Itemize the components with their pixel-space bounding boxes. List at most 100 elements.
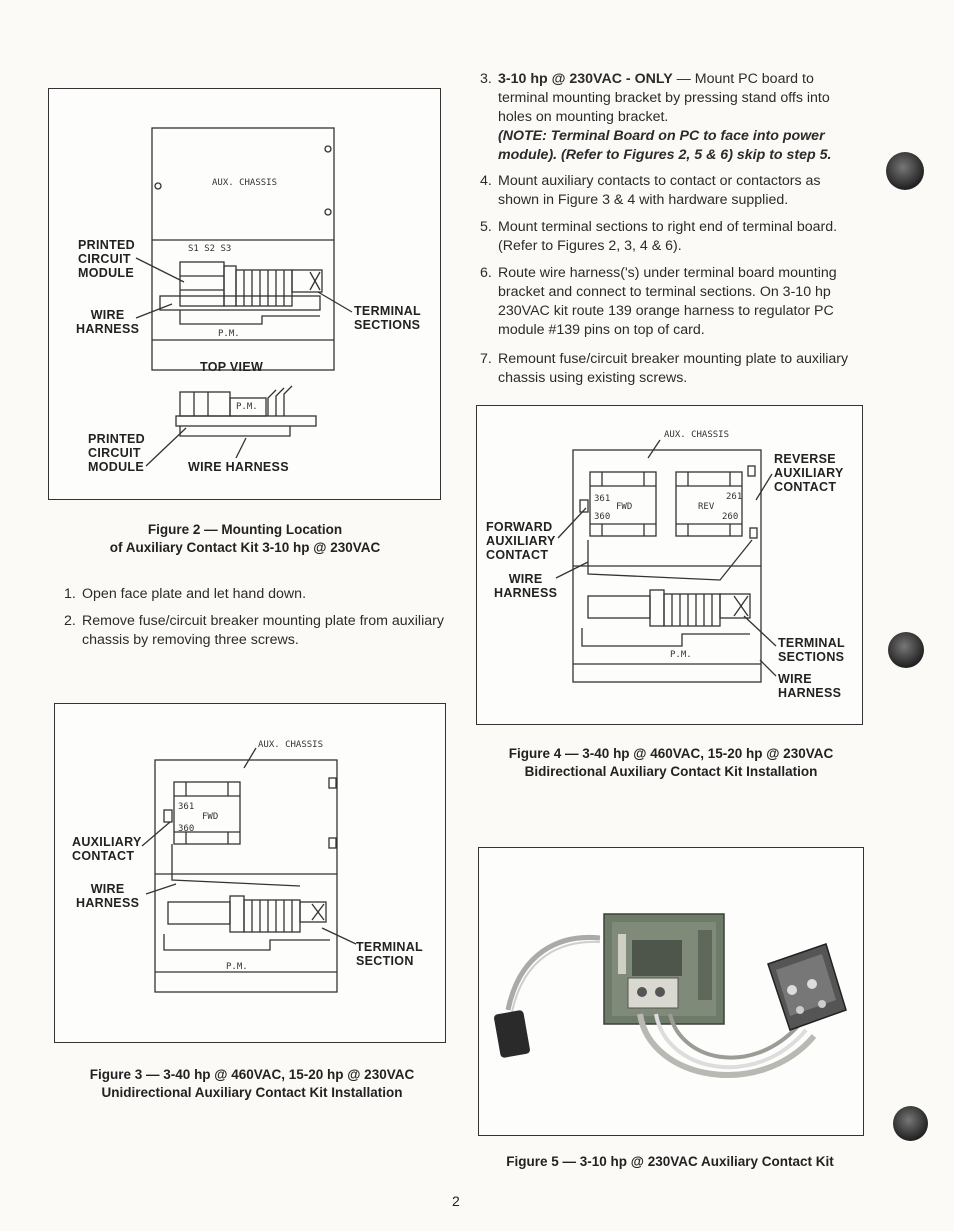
fig4-wh2-line-2: HARNESS <box>778 686 842 700</box>
fig4-wh2-line-1: WIRE <box>778 672 812 686</box>
fig4-rev-line-1: REVERSE <box>774 452 836 466</box>
fig3-ac-line-2: CONTACT <box>72 849 135 863</box>
fig4-360-label: 360 <box>594 512 611 522</box>
step-6: 6. Route wire harness('s) under terminal… <box>480 264 865 342</box>
step-2: 2. Remove fuse/circuit breaker mounting … <box>64 612 449 652</box>
fig2-ts-line-1: TERMINAL <box>354 304 421 318</box>
step-1-text: Open face plate and let hand down. <box>82 586 307 602</box>
fig3-ts-line-2: SECTION <box>356 954 414 968</box>
step-6-number: 6. <box>480 265 492 281</box>
figure-4-caption-line-2: Bidirectional Auxiliary Contact Kit Inst… <box>524 764 818 779</box>
fig4-wire-harness-label-2: WIRE HARNESS <box>778 672 841 700</box>
fig2-pm-label: P.M. <box>218 329 240 339</box>
binder-hole-middle <box>888 632 924 668</box>
fig2-printed-circuit-module-label-2: PRINTED CIRCUIT MODULE <box>88 432 145 474</box>
binder-hole-bottom <box>893 1106 928 1141</box>
fig3-pm-label: P.M. <box>226 962 248 972</box>
fig4-fwd-label: FWD <box>616 502 633 512</box>
fig4-forward-auxiliary-contact-label: FORWARD AUXILIARY CONTACT <box>486 520 556 562</box>
fig2-pcm2-line-2: CIRCUIT <box>88 446 141 460</box>
step-3-lead: 3-10 hp @ 230VAC - ONLY <box>498 71 673 87</box>
step-7-text: Remount fuse/circuit breaker mounting pl… <box>498 351 849 386</box>
step-4-number: 4. <box>480 173 492 189</box>
fig3-ac-line-1: AUXILIARY <box>72 835 142 849</box>
fig2-pm-label-top-view: P.M. <box>236 402 258 412</box>
fig4-260-label: 260 <box>722 512 739 522</box>
fig4-rev-line-3: CONTACT <box>774 480 837 494</box>
figure-2-frame <box>48 88 441 500</box>
fig2-pcm-line-3: MODULE <box>78 266 134 280</box>
fig2-pcm2-line-3: MODULE <box>88 460 144 474</box>
figure-4-frame <box>476 405 863 725</box>
fig4-pm-label: P.M. <box>670 650 692 660</box>
step-7: 7. Remount fuse/circuit breaker mounting… <box>480 350 865 390</box>
fig3-360-label: 360 <box>178 824 195 834</box>
fig4-fwd-line-1: FORWARD <box>486 520 553 534</box>
fig3-auxiliary-contact-label: AUXILIARY CONTACT <box>72 835 142 863</box>
fig3-terminal-section-label: TERMINAL SECTION <box>356 940 423 968</box>
fig2-pins-label: S1 S2 S3 <box>188 244 232 254</box>
step-3-note: (NOTE: Terminal Board on PC to face into… <box>498 128 832 163</box>
fig2-pcm-line-1: PRINTED <box>78 238 135 252</box>
step-5-text: Mount terminal sections to right end of … <box>498 219 838 254</box>
fig4-ts-line-1: TERMINAL <box>778 636 845 650</box>
fig3-wh-line-2: HARNESS <box>76 896 140 910</box>
step-1: 1. Open face plate and let hand down. <box>64 585 449 605</box>
figure-3-caption: Figure 3 — 3-40 hp @ 460VAC, 15-20 hp @ … <box>52 1066 452 1102</box>
fig4-wh-line-2: HARNESS <box>494 586 558 600</box>
fig2-wire-harness-label: WIRE HARNESS <box>76 308 139 336</box>
fig4-aux-chassis-label: AUX. CHASSIS <box>664 430 730 440</box>
step-4: 4. Mount auxiliary contacts to contact o… <box>480 172 865 212</box>
fig4-terminal-sections-label: TERMINAL SECTIONS <box>778 636 845 664</box>
page-number: 2 <box>452 1193 460 1209</box>
figure-4-caption: Figure 4 — 3-40 hp @ 460VAC, 15-20 hp @ … <box>476 745 866 781</box>
fig4-wh-line-1: WIRE <box>508 572 543 586</box>
fig3-361-label: 361 <box>178 802 195 812</box>
step-7-number: 7. <box>480 351 492 367</box>
fig4-fwd-line-3: CONTACT <box>486 548 549 562</box>
fig3-fwd-label: FWD <box>202 812 219 822</box>
step-5-number: 5. <box>480 219 492 235</box>
step-4-text: Mount auxiliary contacts to contact or c… <box>498 173 821 208</box>
fig4-rev-label: REV <box>698 502 715 512</box>
fig2-aux-chassis-label: AUX. CHASSIS <box>212 178 278 188</box>
figure-5-caption: Figure 5 — 3-10 hp @ 230VAC Auxiliary Co… <box>506 1154 834 1169</box>
figure-3-caption-line-1: Figure 3 — 3-40 hp @ 460VAC, 15-20 hp @ … <box>89 1067 415 1082</box>
fig4-ts-line-2: SECTIONS <box>778 650 845 664</box>
fig4-361-label: 361 <box>594 494 611 504</box>
step-3-body: 3-10 hp @ 230VAC - ONLY — Mount PC board… <box>498 70 865 165</box>
step-2-number: 2. <box>64 613 76 629</box>
figure-3-caption-line-2: Unidirectional Auxiliary Contact Kit Ins… <box>101 1085 403 1100</box>
step-5: 5. Mount terminal sections to right end … <box>480 218 865 258</box>
fig4-wire-harness-label: WIRE HARNESS <box>494 572 557 600</box>
fig4-fwd-line-2: AUXILIARY <box>486 534 556 548</box>
step-3-number: 3. <box>480 71 492 87</box>
fig4-reverse-auxiliary-contact-label: REVERSE AUXILIARY CONTACT <box>774 452 844 494</box>
fig3-wire-harness-label: WIRE HARNESS <box>76 882 139 910</box>
fig2-pcm2-line-1: PRINTED <box>88 432 145 446</box>
figure-2-caption-line-2: of Auxiliary Contact Kit 3-10 hp @ 230VA… <box>109 540 381 555</box>
fig4-261-label: 261 <box>726 492 743 502</box>
fig2-wh-line-2: HARNESS <box>76 322 140 336</box>
fig3-aux-chassis-label: AUX. CHASSIS <box>258 740 324 750</box>
step-2-text: Remove fuse/circuit breaker mounting pla… <box>82 613 444 648</box>
fig3-wh-line-1: WIRE <box>90 882 125 896</box>
figure-2-caption: Figure 2 — Mounting Location of Auxiliar… <box>60 521 430 557</box>
figure-2-caption-line-1: Figure 2 — Mounting Location <box>147 522 343 537</box>
fig2-wire-harness-label-2: WIRE HARNESS <box>188 460 289 474</box>
fig2-ts-line-2: SECTIONS <box>354 318 421 332</box>
fig4-rev-line-2: AUXILIARY <box>774 466 844 480</box>
fig2-top-view-label: TOP VIEW <box>200 360 264 374</box>
fig2-printed-circuit-module-label: PRINTED CIRCUIT MODULE <box>78 238 135 280</box>
step-6-text: Route wire harness('s) under terminal bo… <box>498 265 837 338</box>
fig3-ts-line-1: TERMINAL <box>356 940 423 954</box>
step-3: 3. 3-10 hp @ 230VAC - ONLY — Mount PC bo… <box>480 70 865 164</box>
step-3-text: — Mount PC board to terminal mounting br… <box>498 71 830 125</box>
step-1-number: 1. <box>64 586 76 602</box>
fig2-terminal-sections-label: TERMINAL SECTIONS <box>354 304 421 332</box>
figure-4-caption-line-1: Figure 4 — 3-40 hp @ 460VAC, 15-20 hp @ … <box>508 746 834 761</box>
